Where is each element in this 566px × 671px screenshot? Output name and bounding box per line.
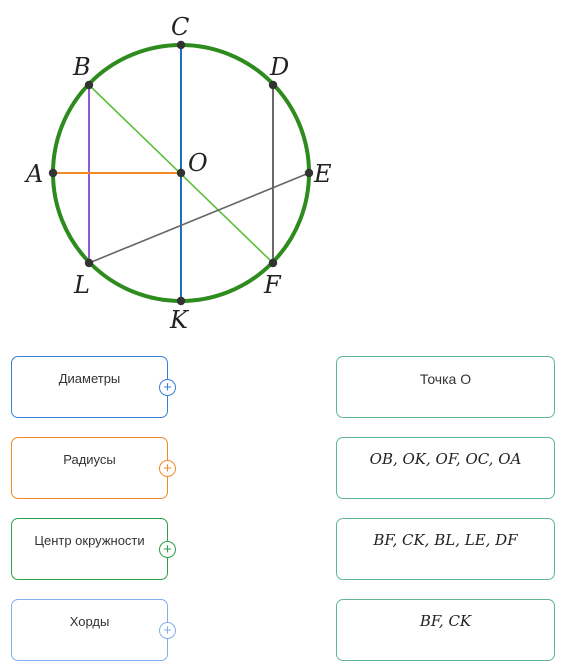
point-labels: C D B A O E L F K — [24, 13, 332, 334]
add-icon[interactable]: + — [159, 622, 176, 639]
point-k — [176, 296, 186, 306]
point-c — [176, 40, 186, 50]
answer-prefix: Точка — [419, 371, 461, 387]
points — [48, 40, 314, 306]
label-O: O — [188, 149, 208, 177]
answer-math: BF, CK, BL, LE, DF — [373, 531, 518, 549]
label-F: F — [263, 271, 282, 299]
answer-math: BF, CK — [419, 612, 472, 630]
category-label: Радиусы — [63, 452, 116, 467]
point-a — [48, 168, 58, 178]
add-icon[interactable]: + — [159, 460, 176, 477]
label-E: E — [313, 160, 332, 188]
add-icon[interactable]: + — [159, 379, 176, 396]
add-icon[interactable]: + — [159, 541, 176, 558]
point-e — [304, 168, 314, 178]
answer-math: OB, OK, OF, OC, OA — [369, 450, 522, 468]
circle-diagram: C D B A O E L F K — [24, 13, 332, 334]
label-B: B — [72, 53, 91, 81]
answer-math: O — [460, 371, 472, 387]
category-label: Диаметры — [58, 371, 121, 386]
category-label: Центр окружности — [34, 533, 145, 548]
category-card-center[interactable]: Центр окружности + — [11, 518, 176, 580]
segment-le — [88, 172, 310, 264]
answer-card-diameters-list[interactable]: BF, CK — [336, 599, 555, 661]
label-L: L — [73, 271, 90, 299]
point-f — [268, 258, 278, 268]
answer-card-radii-list[interactable]: OB, OK, OF, OC, OA — [336, 437, 555, 499]
answer-label: Точка O — [337, 371, 554, 387]
answer-card-point-o[interactable]: Точка O — [336, 356, 555, 418]
label-C: C — [171, 13, 189, 41]
label-K: K — [169, 306, 190, 334]
category-label: Хорды — [69, 614, 110, 629]
category-card-diameters[interactable]: Диаметры + — [11, 356, 176, 418]
category-card-chords[interactable]: Хорды + — [11, 599, 176, 661]
point-o — [176, 168, 186, 178]
answer-card-chords-list[interactable]: BF, CK, BL, LE, DF — [336, 518, 555, 580]
segments — [53, 45, 310, 301]
point-b — [84, 80, 94, 90]
label-A: A — [24, 160, 43, 188]
point-l — [84, 258, 94, 268]
label-D: D — [269, 53, 289, 81]
category-card-radii[interactable]: Радиусы + — [11, 437, 176, 499]
point-d — [268, 80, 278, 90]
